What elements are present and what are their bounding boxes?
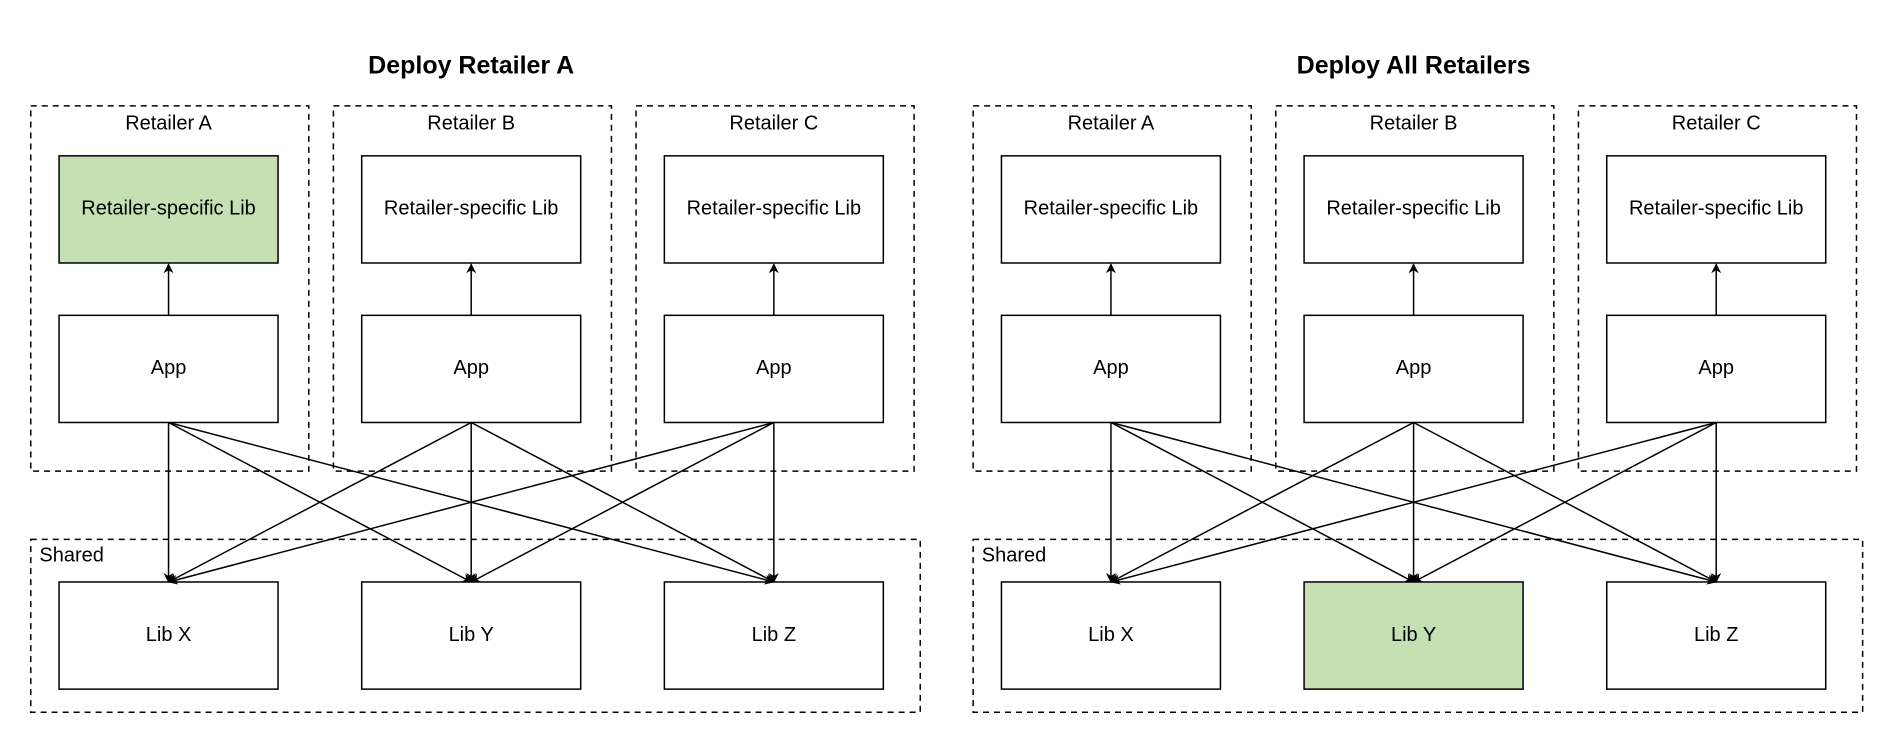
shared-lib-label: Lib X [1088,624,1134,646]
retailer-group-border [1577,105,1858,472]
retailer-group-border [972,105,1252,472]
retailer-lib-box[interactable] [360,155,582,264]
edge-app-to-shared-lib [470,421,775,583]
retailer-group-border [332,105,613,472]
retailer-lib-label: Retailer-specific Lib [687,198,862,220]
shared-group-label: Shared [39,545,104,567]
shared-lib-box-lib-y[interactable] [360,581,582,690]
app-box[interactable] [663,314,885,424]
app-label: App [1396,357,1432,379]
retailer-group-label: Retailer B [427,112,515,134]
app-box[interactable] [58,314,279,424]
app-label: App [453,357,489,379]
shared-lib-label: Lib X [146,624,192,646]
retailer-group-label: Retailer B [1370,112,1458,134]
shared-lib-box-lib-z[interactable] [663,581,885,690]
retailer-group-border [635,105,915,472]
retailer-lib-box[interactable] [58,155,279,264]
panel-deploy-retailer-a: Deploy Retailer A Retailer A Retailer-spec… [30,52,921,714]
retailer-group-label: Retailer A [125,112,212,134]
app-box[interactable] [1303,314,1524,424]
retailer-group-label: Retailer A [1068,112,1155,134]
app-label: App [1698,357,1734,379]
shared-lib-label: Lib Y [449,624,494,646]
shared-lib-box-lib-x[interactable] [58,581,279,690]
app-to-shared-edges [1105,421,1722,585]
retailer-group-border [30,105,310,472]
retailer-lib-label: Retailer-specific Lib [1629,198,1804,220]
app-box[interactable] [1000,314,1222,424]
retailer-lib-label: Retailer-specific Lib [1326,198,1501,220]
app-label: App [151,357,187,379]
app-label: App [756,357,792,379]
shared-group-label: Shared [982,545,1047,567]
shared-lib-box-lib-x[interactable] [1000,581,1222,690]
shared-lib-label: Lib Z [752,624,796,646]
retailer-group-border [1275,105,1555,472]
shared-lib-label: Lib Y [1391,624,1436,646]
shared-group-border [30,538,921,714]
edge-app-to-shared-lib [1109,421,1717,585]
app-to-shared-edges [163,421,779,585]
edge-app-to-shared-lib [1412,421,1717,583]
panel-title: Deploy Retailer A [368,52,574,80]
app-label: App [1093,357,1129,379]
shared-lib-box-lib-y[interactable] [1303,581,1524,690]
retailer-lib-box[interactable] [1303,155,1524,264]
shared-lib-label: Lib Z [1694,624,1738,646]
retailer-lib-label: Retailer-specific Lib [1024,198,1199,220]
edge-app-to-shared-lib [167,421,775,585]
edge-app-to-shared-lib [167,421,472,583]
retailer-lib-label: Retailer-specific Lib [81,198,256,220]
app-box[interactable] [360,314,582,424]
retailer-lib-box[interactable] [1000,155,1222,264]
retailer-lib-box[interactable] [1605,155,1827,264]
retailer-lib-label: Retailer-specific Lib [384,198,559,220]
shared-lib-box-lib-z[interactable] [1605,581,1827,690]
shared-group-border [972,538,1864,714]
retailer-lib-box[interactable] [663,155,885,264]
edge-app-to-shared-lib [1110,421,1414,583]
retailer-group-label: Retailer C [729,112,818,134]
panel-title: Deploy All Retailers [1297,52,1531,80]
retailer-group-label: Retailer C [1672,112,1761,134]
